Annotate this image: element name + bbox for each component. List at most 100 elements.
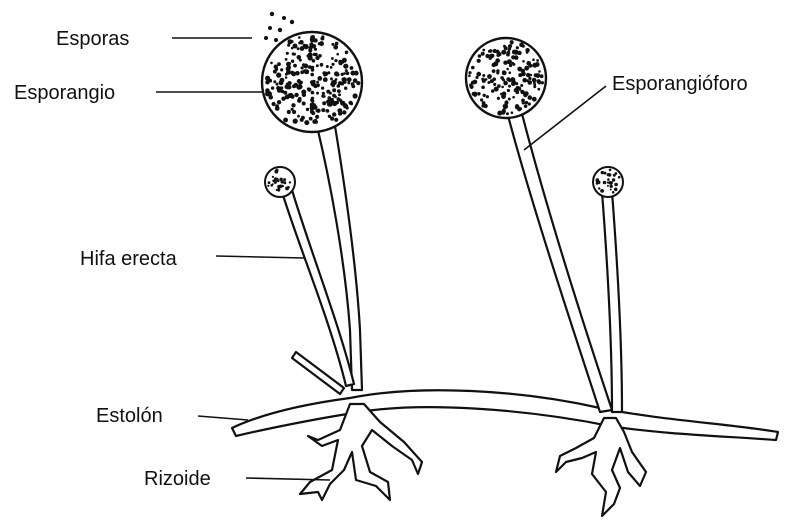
spore-texture (481, 52, 485, 56)
spore-texture (354, 72, 357, 75)
leader-hifa-erecta (216, 256, 304, 258)
spore-texture (270, 62, 273, 65)
left-side-branch (292, 352, 344, 394)
spore-texture (313, 53, 316, 56)
spore-texture (481, 78, 484, 81)
spore-texture (338, 93, 341, 96)
spore-texture (293, 44, 298, 49)
spore-texture (288, 70, 291, 73)
spore-texture (481, 86, 485, 90)
spore-texture (312, 103, 316, 107)
spore-texture (320, 63, 324, 67)
spore-texture (496, 54, 499, 57)
spore-texture (347, 81, 350, 84)
spore-texture (350, 66, 354, 70)
spore-texture (274, 181, 277, 184)
spore-texture (471, 66, 475, 70)
spore-texture (268, 95, 273, 100)
spore-texture (335, 101, 339, 105)
label-hifa-erecta: Hifa erecta (80, 248, 178, 270)
spore-texture (303, 64, 308, 69)
spore-texture (512, 63, 515, 66)
spore-texture (281, 180, 284, 183)
spore-texture (283, 178, 286, 181)
spore-texture (618, 176, 621, 179)
spore-texture (298, 36, 301, 39)
spore-texture (277, 100, 281, 104)
right-erect-hypha (602, 192, 622, 412)
label-rizoide: Rizoide (144, 468, 211, 490)
spore-texture (268, 181, 271, 184)
spore-texture (353, 93, 358, 98)
spore-texture (290, 40, 293, 43)
spore-texture (477, 73, 480, 76)
spore-texture (533, 83, 536, 86)
spore-texture (314, 48, 317, 51)
spore-texture (503, 104, 506, 107)
spore-texture (482, 49, 485, 52)
spore-texture (610, 189, 612, 191)
spore-texture (326, 65, 329, 68)
spore-texture (614, 183, 618, 187)
spore-texture (473, 93, 477, 97)
spore-texture (283, 118, 288, 123)
spore-texture (297, 47, 300, 50)
spore-texture (524, 66, 529, 71)
spore-texture (477, 92, 481, 96)
spore-texture (332, 84, 335, 87)
spore-texture (326, 100, 330, 104)
spore-texture (497, 97, 500, 100)
spore-texture (291, 60, 294, 63)
spore-texture (522, 101, 525, 104)
spore-texture (272, 183, 274, 185)
spore-texture (483, 94, 486, 97)
spore-texture (508, 85, 511, 88)
spore-texture (276, 86, 280, 90)
spore-texture (336, 53, 339, 56)
spore-texture (298, 97, 302, 101)
spore-texture (340, 82, 344, 86)
spore-texture (519, 43, 524, 48)
spore-texture (480, 98, 483, 101)
sporangium-right (466, 38, 546, 118)
spore-texture (607, 173, 610, 176)
spore-texture (541, 81, 544, 84)
spore-texture (532, 63, 537, 68)
spore-texture (321, 87, 324, 90)
spore-texture (313, 84, 318, 89)
spore-texture (286, 52, 289, 55)
spore-texture (504, 46, 508, 50)
spore-texture (540, 74, 544, 78)
spore-texture (294, 93, 298, 97)
spore-texture (511, 111, 514, 114)
spore-texture (497, 111, 502, 116)
right-rhizoids (556, 418, 646, 516)
spore-texture (316, 92, 319, 95)
spore-texture (283, 91, 287, 95)
spore-texture (332, 112, 336, 116)
spore-texture (304, 69, 309, 74)
spore-texture (312, 120, 316, 124)
spore-texture (276, 178, 278, 180)
spore-texture (338, 111, 342, 115)
spore-texture (535, 73, 540, 78)
spore-texture (286, 83, 289, 86)
spore-texture (312, 80, 315, 83)
spore-texture (326, 109, 330, 113)
spore-texture (315, 56, 319, 60)
spore-texture (287, 110, 291, 114)
label-estolon: Estolón (96, 405, 163, 427)
spore-texture (301, 66, 304, 69)
right-sporangiophore (506, 106, 612, 412)
spore-texture (300, 46, 305, 51)
spore-texture (348, 78, 351, 81)
spore-texture (329, 92, 332, 95)
spore-texture (333, 45, 338, 50)
spore-texture (288, 62, 291, 65)
spore-texture (532, 78, 537, 83)
spore-texture (502, 70, 506, 74)
spore-texture (293, 119, 298, 124)
spore-texture (306, 55, 309, 58)
spore-texture (334, 71, 339, 76)
spore-texture (609, 181, 613, 185)
